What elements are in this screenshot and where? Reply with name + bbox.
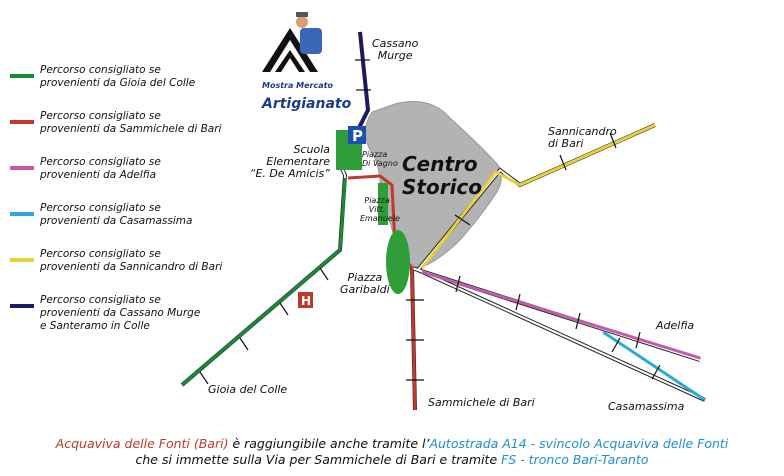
label-piazza-di-vagno: Piazza Di Vagno (362, 150, 398, 168)
label-piazza-garibaldi: Piazza Garibaldi (340, 271, 390, 296)
legend-text: Percorso consigliato se provenienti da C… (40, 294, 201, 332)
route-adelfia (421, 270, 701, 360)
footer-fs: FS - tronco Bari-Taranto (501, 452, 649, 467)
label-sammichele: Sammichele di Bari (428, 396, 535, 409)
legend-text: Percorso consigliato se provenienti da A… (40, 156, 161, 181)
legend-item: Percorso consigliato se provenienti da C… (10, 294, 260, 340)
park-piazza-garibaldi (386, 230, 410, 294)
label-adelfia: Adelfia (656, 319, 695, 332)
label-piazza-vitt: Piazza Vitt. Emanuele (360, 196, 400, 223)
footer-text-2: che si immette sulla Via per Sammichele … (135, 452, 502, 467)
footer-line-2: che si immette sulla Via per Sammichele … (0, 452, 784, 468)
legend: Percorso consigliato se provenienti da G… (10, 64, 260, 340)
legend-item: Percorso consigliato se provenienti da S… (10, 248, 260, 294)
legend-swatch (10, 304, 34, 308)
parking-sign-bg (348, 126, 366, 144)
footer-city: Acquaviva delle Fonti (Bari) (55, 436, 229, 451)
route-sannicandro (420, 123, 656, 269)
label-casamassima: Casamassima (608, 400, 685, 413)
footer-autostrada: Autostrada A14 - svincolo Acquaviva dell… (429, 436, 729, 451)
footer-line-1: Acquaviva delle Fonti (Bari) è raggiungi… (0, 436, 784, 452)
parking-icon: P (352, 127, 363, 145)
legend-swatch (10, 120, 34, 124)
logo-line1: Mostra Mercato (262, 81, 333, 90)
road-ticks (199, 59, 661, 385)
legend-item: Percorso consigliato se provenienti da A… (10, 156, 260, 202)
footer-text-1: è raggiungibile anche tramite l’ (228, 436, 430, 451)
park-piazza-vitt-emanuele (378, 183, 388, 225)
artigianato-logo-icon (262, 12, 322, 72)
legend-text: Percorso consigliato se provenienti da C… (40, 202, 193, 227)
legend-swatch (10, 166, 34, 170)
label-scuola: Scuola Elementare “E. De Amicis” (249, 143, 330, 180)
legend-swatch (10, 258, 34, 262)
route-casamassima (602, 330, 706, 402)
label-cassano: Cassano Murge (372, 37, 419, 62)
legend-item: Percorso consigliato se provenienti da G… (10, 64, 260, 110)
legend-text: Percorso consigliato se provenienti da G… (40, 64, 196, 89)
legend-text: Percorso consigliato se provenienti da S… (40, 248, 223, 273)
legend-item: Percorso consigliato se provenienti da C… (10, 202, 260, 248)
label-gioia: Gioia del Colle (208, 383, 288, 396)
logo-line2: Artigianato (262, 96, 352, 112)
label-sannicandro: Sannicandro di Bari (548, 125, 617, 150)
legend-swatch (10, 74, 34, 78)
legend-text: Percorso consigliato se provenienti da S… (40, 110, 222, 135)
legend-swatch (10, 212, 34, 216)
legend-item: Percorso consigliato se provenienti da S… (10, 110, 260, 156)
route-gioia (181, 177, 347, 387)
route-sammichele (347, 174, 417, 411)
hospital-icon: H (301, 294, 311, 308)
label-centro-storico: Centro Storico (402, 152, 483, 199)
hospital-sign-bg (298, 292, 313, 308)
